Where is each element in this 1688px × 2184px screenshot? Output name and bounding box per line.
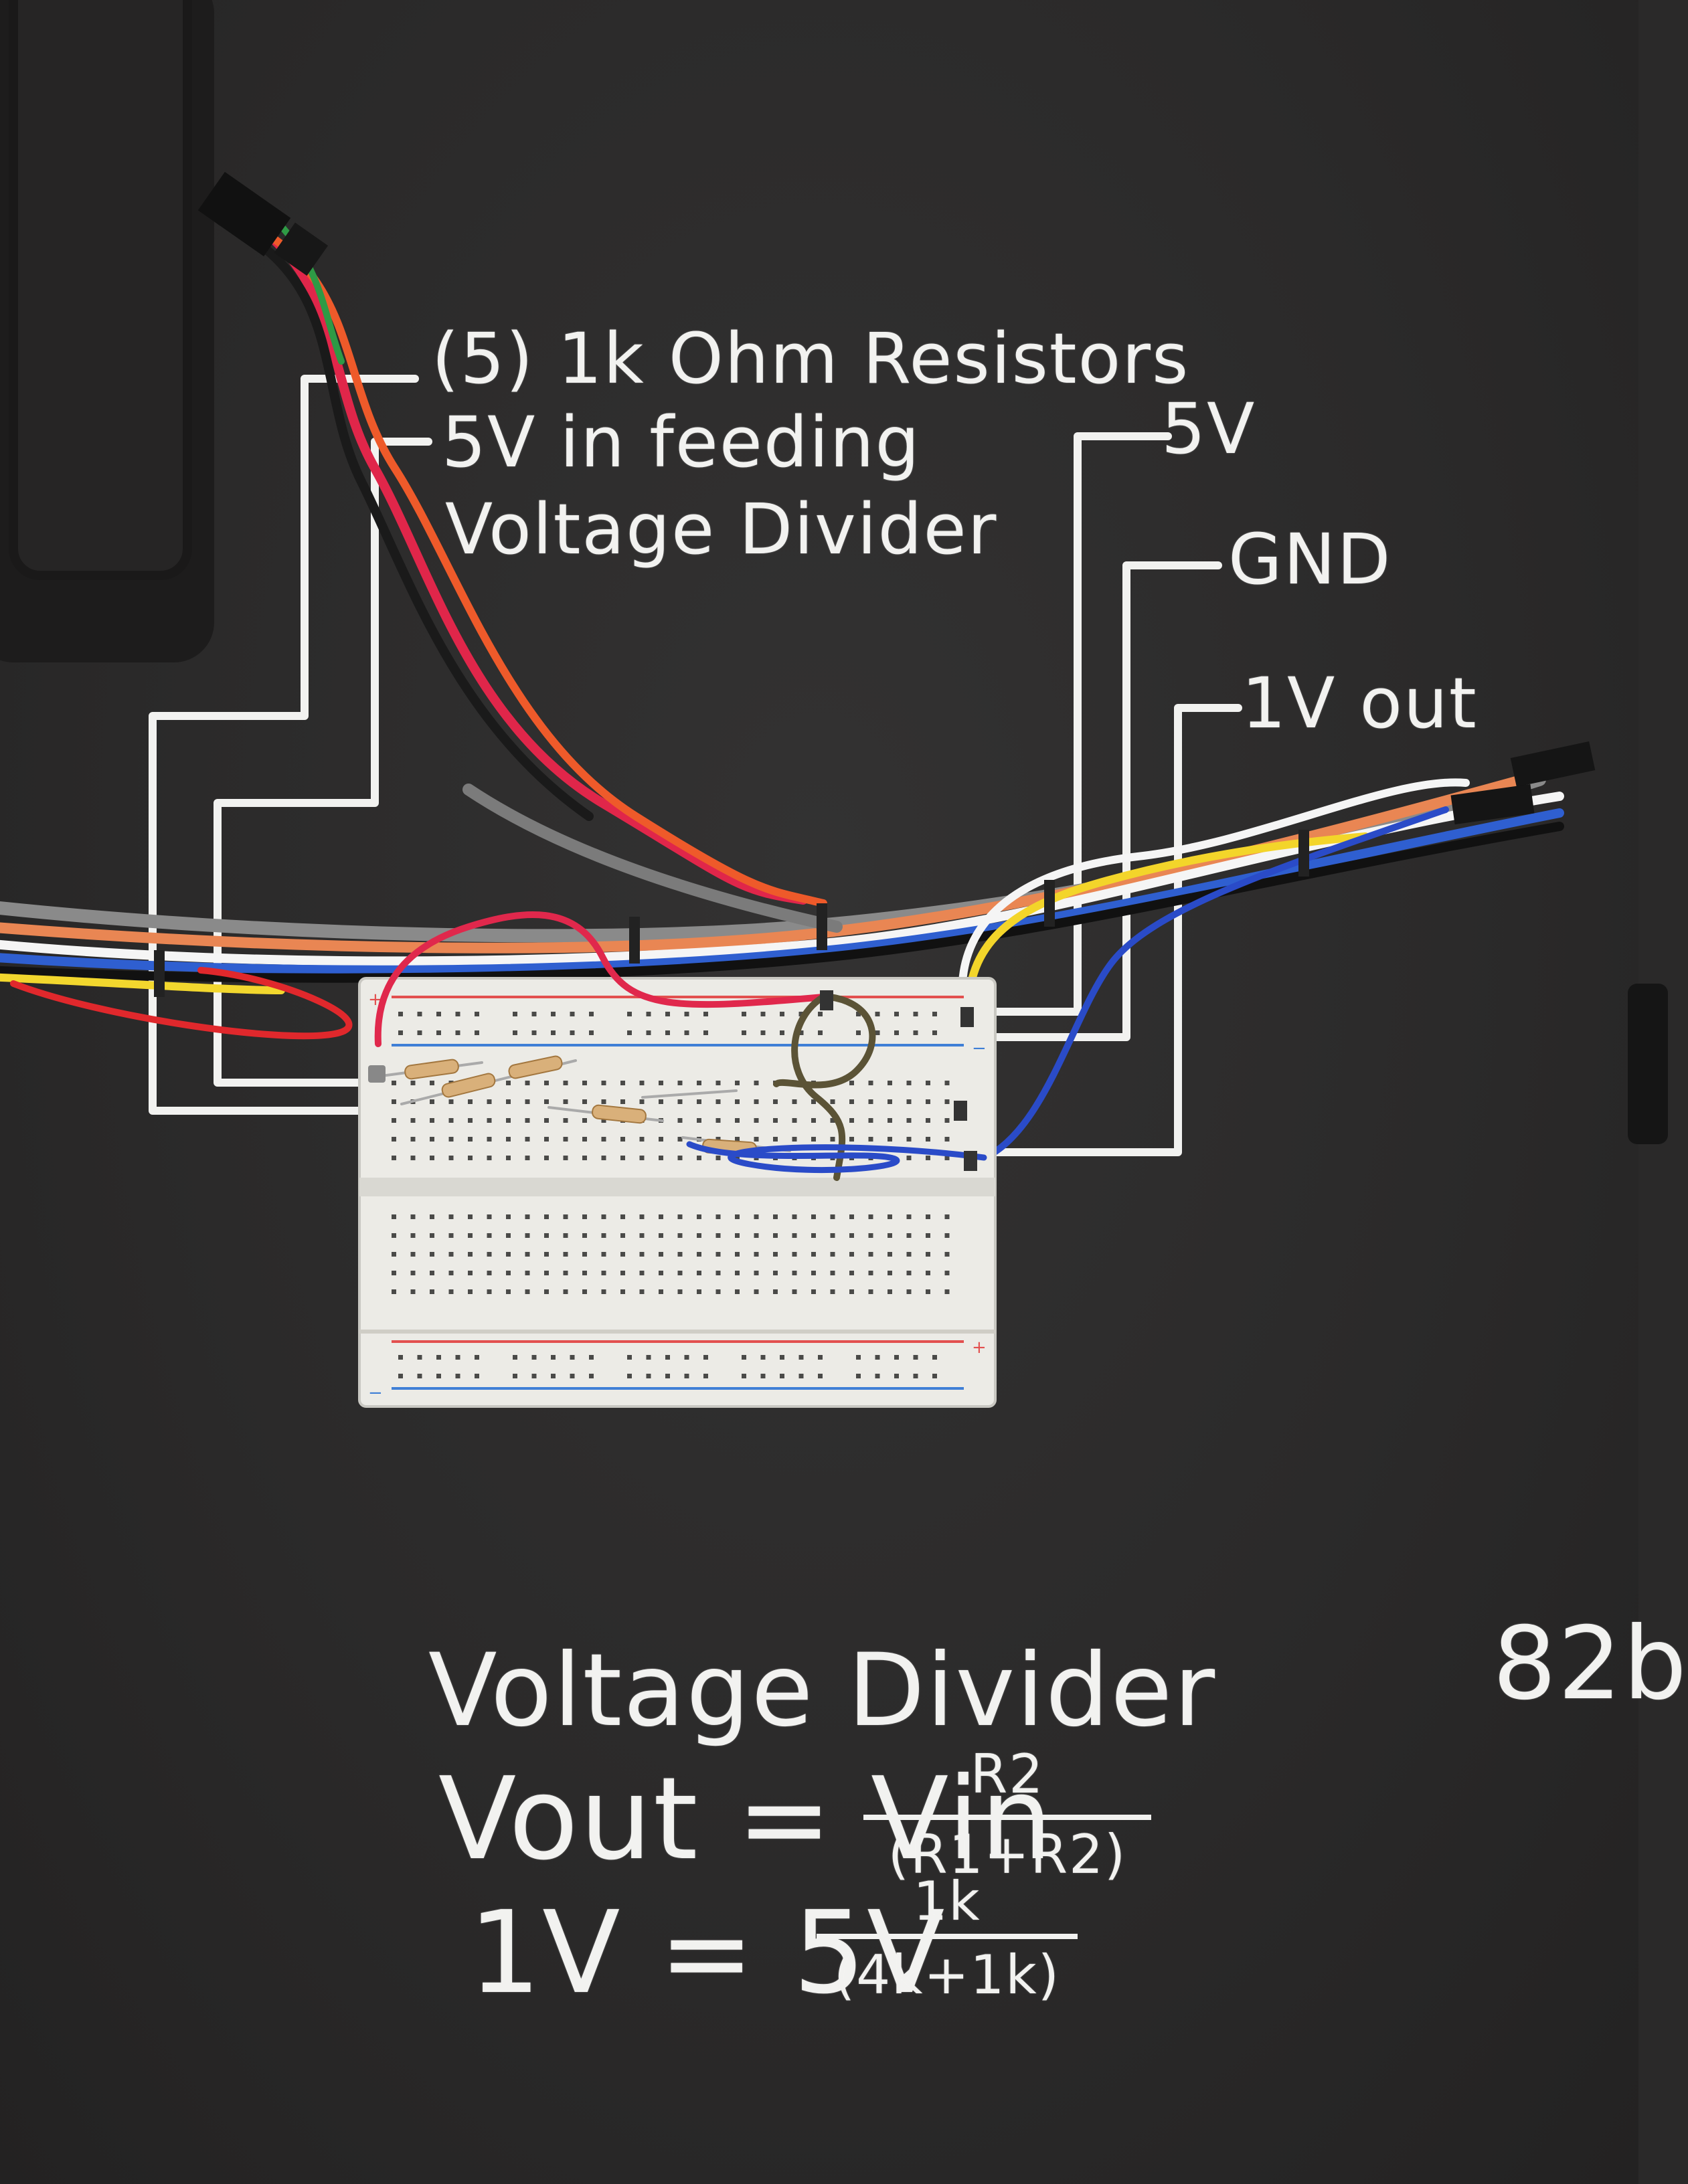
resistors [370, 1055, 791, 1157]
chalk-connector-lines-right [970, 432, 1242, 1156]
notes-title: Voltage Divider [428, 1633, 1217, 1749]
side-fragment-text: 82b [1493, 1606, 1688, 1722]
label-feed-line1: 5V in feeding [442, 401, 921, 483]
label-1v-out: 1V out [1242, 662, 1478, 744]
svg-text:+: + [972, 1338, 987, 1358]
svg-text:−: − [368, 1383, 383, 1403]
equation-2-lhs: 1V = 5V [469, 1887, 946, 2019]
breadboard: + − + − [358, 977, 997, 1408]
equation-1-denominator: (R1+R2) [888, 1823, 1127, 1886]
equation-2-fraction-bar [817, 1934, 1078, 1939]
circuit-illustration: + − + − [0, 0, 1668, 1408]
jumper-wires [368, 911, 987, 1181]
equation-1-numerator: R2 [970, 1743, 1045, 1805]
equation-1-fraction-bar [863, 1815, 1151, 1820]
svg-text:−: − [972, 1038, 987, 1059]
edge-object [1628, 984, 1668, 1144]
label-resistors: (5) 1k Ohm Resistors [432, 318, 1190, 399]
wire-bundle [0, 171, 1596, 1164]
equation-2-numerator: 1k [913, 1870, 981, 1932]
label-gnd: GND [1228, 519, 1392, 600]
equation-2-denominator: (4k+1k) [834, 1944, 1060, 2006]
label-feed-line2: Voltage Divider [445, 488, 998, 570]
label-5v: 5V [1161, 388, 1256, 470]
rubber-block [0, 0, 214, 662]
